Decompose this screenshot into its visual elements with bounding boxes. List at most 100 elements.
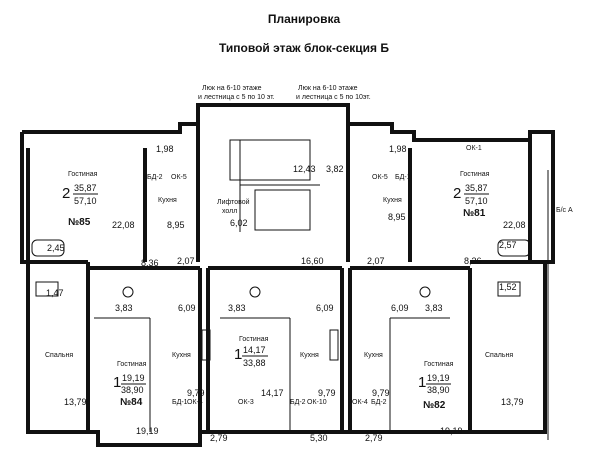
living-room-area: 19,19 xyxy=(136,426,159,436)
living-room-area: 14,17 xyxy=(261,388,284,398)
hall-area: 6,09 xyxy=(316,303,334,313)
hall-area: 6,02 xyxy=(230,218,248,228)
balcony-tag: БД-1 xyxy=(395,174,411,181)
balcony-area: 1,98 xyxy=(156,144,174,154)
bath-area: 3,83 xyxy=(115,303,133,313)
elevator-shaft xyxy=(254,189,311,231)
apartment-81: 1,98 ОК-5 БД-1 ОК-1 Гостиная 2 35,87 57,… xyxy=(372,144,526,292)
apartment-number: №81 xyxy=(463,208,486,219)
toilet-icon xyxy=(249,286,261,298)
living-room-label: Гостиная xyxy=(239,336,269,343)
apartment-number: №85 xyxy=(68,217,91,228)
living-room-label: Гостиная xyxy=(460,171,490,178)
window-tag-2: ОК-10 xyxy=(307,399,327,406)
bedroom-area: 13,79 xyxy=(64,397,87,407)
room-count: 2 xyxy=(453,185,461,202)
room-count: 1 xyxy=(113,374,121,391)
bathtub-icon xyxy=(35,281,59,297)
hatch-note-left-line1: Люк на 6-10 этаже xyxy=(202,85,262,92)
apartment-84: 3,83 6,09 Спальня 13,79 Гостиная 1 19,19… xyxy=(45,303,228,443)
inner-walls xyxy=(22,124,545,432)
hatch-note-right-line2: и лестница с 5 по 10эт. xyxy=(296,94,371,101)
living-area: 19,19 xyxy=(122,373,145,383)
living-room-area: 22,08 xyxy=(112,220,135,230)
bathtub-icon xyxy=(497,281,521,297)
balcony-area: 5,30 xyxy=(310,433,328,443)
hatch-note-left: Люк на 6-10 этаже и лестница с 5 по 10 э… xyxy=(198,85,275,101)
window-tag: ОК-3 xyxy=(238,399,254,406)
total-area: 38,90 xyxy=(427,385,450,395)
window-tag: ОК-5 xyxy=(372,174,388,181)
kitchen-area: 9,79 xyxy=(318,388,336,398)
kitchen-area: 8,95 xyxy=(388,212,406,222)
kitchen-label: Кухня xyxy=(364,352,383,359)
hall-area: 8,36 xyxy=(141,258,159,268)
bath-area: 2,57 xyxy=(499,240,517,250)
stair-area: 12,43 xyxy=(293,164,316,174)
window-tag: ОК-4 xyxy=(352,399,368,406)
window-tag: ОК-5 xyxy=(171,174,187,181)
living-room-area: 19,19 xyxy=(440,426,463,436)
stove-icon xyxy=(201,329,211,361)
lift-hall-label: Лифтовой xyxy=(217,198,250,206)
plan-subtitle: Типовой этаж блок-секция Б xyxy=(219,41,389,55)
hatch-note-right: Люк на 6-10 этаже и лестница с 5 по 10эт… xyxy=(296,85,371,101)
living-room-label: Гостиная xyxy=(117,361,147,368)
bedroom-label: Спальня xyxy=(45,352,73,359)
hatch-note-right-line1: Люк на 6-10 этаже xyxy=(298,85,358,92)
living-room-area: 22,08 xyxy=(503,220,526,230)
corridor-right-area: 2,07 xyxy=(367,256,385,266)
toilet-icon xyxy=(419,286,431,298)
kitchen-area: 9,79 xyxy=(187,388,205,398)
kitchen-label: Кухня xyxy=(383,197,402,204)
axis-label: Б/с А xyxy=(556,207,573,214)
room-count: 2 xyxy=(62,185,70,202)
stove-icon xyxy=(329,329,339,361)
total-area: 57,10 xyxy=(74,196,97,206)
corridor-left-area: 2,07 xyxy=(177,256,195,266)
apartment-number: №82 xyxy=(423,400,446,411)
living-area: 35,87 xyxy=(74,183,97,193)
door-tag: БД-2 xyxy=(371,399,387,406)
outer-walls xyxy=(20,103,555,447)
kitchen-area: 9,79 xyxy=(372,388,390,398)
bath-area: 3,83 xyxy=(228,303,246,313)
stair-flight xyxy=(229,139,311,181)
hall-area: 6,09 xyxy=(391,303,409,313)
door-tag: БД-1 xyxy=(172,399,188,406)
door-tag: БД-2 xyxy=(290,399,306,406)
wc-area: 1,47 xyxy=(46,288,64,298)
corridor-center-area: 16,60 xyxy=(301,256,324,266)
lift-hall-label-2: холл xyxy=(222,208,237,215)
living-room-label: Гостиная xyxy=(68,171,98,178)
apartment-85: 1,98 БД-2 ОК-5 Гостиная 2 35,87 57,10 №8… xyxy=(46,144,187,298)
bath-area: 3,83 xyxy=(425,303,443,313)
kitchen-label: Кухня xyxy=(300,352,319,359)
hall-area: 6,09 xyxy=(178,303,196,313)
hall-area: 8,36 xyxy=(464,256,482,266)
total-area: 33,88 xyxy=(243,358,266,368)
toilet-icon xyxy=(122,286,134,298)
living-area: 35,87 xyxy=(465,183,488,193)
bathtub-icon xyxy=(497,239,531,257)
bedroom-label: Спальня xyxy=(485,352,513,359)
kitchen-label: Кухня xyxy=(172,352,191,359)
bathtub-icon xyxy=(31,239,65,257)
total-area: 38,90 xyxy=(121,385,144,395)
apartment-82: 6,09 3,83 Кухня 9,79 ОК-4 БД-2 Гостиная … xyxy=(352,303,524,443)
living-area: 19,19 xyxy=(427,373,450,383)
bath-area: 2,45 xyxy=(47,243,65,253)
plan-title: Планировка xyxy=(267,12,341,26)
total-area: 57,10 xyxy=(465,196,488,206)
balcony-area: 1,98 xyxy=(389,144,407,154)
balcony-tag: БД-2 xyxy=(147,174,163,181)
kitchen-label: Кухня xyxy=(158,197,177,204)
room-count: 1 xyxy=(234,346,242,363)
kitchen-area: 8,95 xyxy=(167,220,185,230)
apartment-number: №84 xyxy=(120,397,143,408)
room-count: 1 xyxy=(418,374,426,391)
living-room-label: Гостиная xyxy=(424,361,454,368)
balcony-area: 2,79 xyxy=(365,433,383,443)
living-area: 14,17 xyxy=(243,345,266,355)
